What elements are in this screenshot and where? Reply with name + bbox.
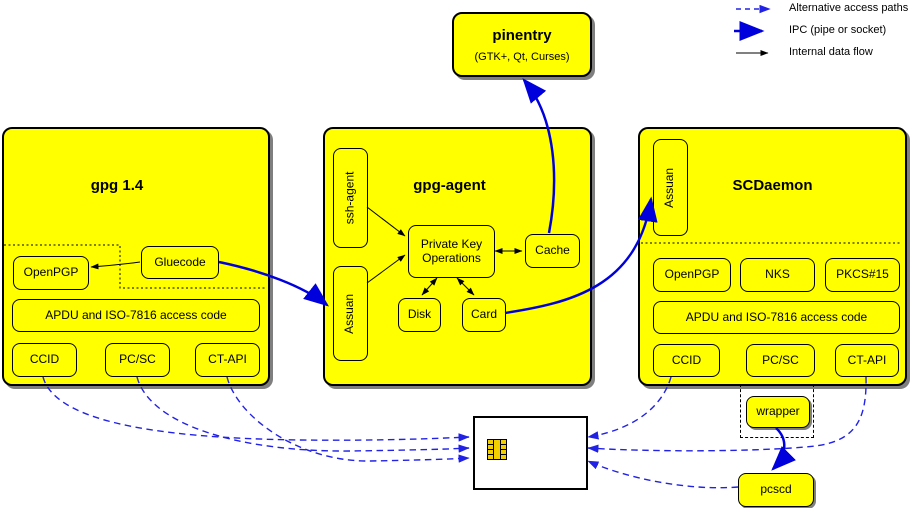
node-ssh-agent-label: ssh-agent <box>342 171 357 225</box>
alt-pcscd-to-card <box>587 460 739 489</box>
node-assuan-gpgagent: Assuan <box>333 266 368 361</box>
pinentry-title: pinentry <box>492 27 552 44</box>
node-pcsc-gpg14-label: PC/SC <box>119 352 156 367</box>
alt-gpg14-ccid-to-card <box>42 376 470 442</box>
node-nks-label: NKS <box>765 267 790 282</box>
smartcard-chip-icon <box>487 439 507 460</box>
node-openpgp-gpg14-label: OpenPGP <box>23 265 79 280</box>
node-assuan-scdaemon-label: Assuan <box>662 167 677 208</box>
private-key-line1: Private Key <box>420 236 483 251</box>
node-gluecode: Gluecode <box>141 246 219 279</box>
node-openpgp-gpg14: OpenPGP <box>13 256 89 290</box>
node-ctapi-gpg14: CT-API <box>195 343 260 377</box>
node-ctapi-scdaemon: CT-API <box>835 344 899 377</box>
node-card-label: Card <box>470 307 497 322</box>
node-openpgp-scdaemon: OpenPGP <box>653 258 731 292</box>
node-wrapper: wrapper <box>746 396 810 428</box>
node-gluecode-label: Gluecode <box>154 254 206 269</box>
node-ssh-agent: ssh-agent <box>333 148 368 248</box>
node-pcscd-label: pcscd <box>760 482 792 497</box>
node-cache: Cache <box>525 234 580 268</box>
node-wrapper-label: wrapper <box>756 404 800 419</box>
node-ccid-scdaemon-label: CCID <box>671 352 702 367</box>
node-ccid-gpg14: CCID <box>12 343 77 377</box>
alt-scdaemon-ccid-to-card <box>587 376 672 440</box>
node-apdu-scdaemon: APDU and ISO-7816 access code <box>653 301 900 334</box>
scdaemon-title: SCDaemon <box>732 177 813 194</box>
gpg14-title: gpg 1.4 <box>90 177 144 194</box>
node-private-key-operations: Private Key Operations <box>408 225 495 278</box>
node-disk-label: Disk <box>407 307 432 322</box>
node-assuan-gpgagent-label: Assuan <box>342 293 357 334</box>
node-cache-label: Cache <box>535 243 570 258</box>
node-nks: NKS <box>740 258 815 292</box>
legend-label-alternative: Alternative access paths <box>789 2 909 14</box>
node-pkcs15: PKCS#15 <box>825 258 900 292</box>
node-ctapi-scdaemon-label: CT-API <box>847 352 887 367</box>
legend-label-ipc: IPC (pipe or socket) <box>789 24 887 36</box>
alt-scdaemon-ctapi-to-card <box>587 376 867 453</box>
pinentry-box: pinentry (GTK+, Qt, Curses) <box>452 12 592 77</box>
node-disk: Disk <box>398 298 441 332</box>
node-pcsc-scdaemon-label: PC/SC <box>762 352 799 367</box>
node-pcscd: pcscd <box>738 473 814 507</box>
node-pcsc-scdaemon: PC/SC <box>746 344 815 377</box>
private-key-line2: Operations <box>422 250 481 265</box>
node-card: Card <box>462 298 506 332</box>
legend-label-internal: Internal data flow <box>789 46 873 58</box>
node-assuan-scdaemon: Assuan <box>653 139 688 236</box>
node-apdu-gpg14: APDU and ISO-7816 access code <box>12 299 260 332</box>
node-pkcs15-label: PKCS#15 <box>836 267 889 282</box>
node-apdu-scdaemon-label: APDU and ISO-7816 access code <box>685 309 868 324</box>
node-ccid-gpg14-label: CCID <box>29 352 60 367</box>
alt-gpg14-ctapi-to-card <box>226 376 470 463</box>
smartcard <box>473 416 588 490</box>
pinentry-subtitle: (GTK+, Qt, Curses) <box>474 51 570 63</box>
gpg-agent-title: gpg-agent <box>413 177 486 194</box>
node-pcsc-gpg14: PC/SC <box>105 343 170 377</box>
node-ctapi-gpg14-label: CT-API <box>208 352 247 367</box>
node-ccid-scdaemon: CCID <box>653 344 720 377</box>
alt-gpg14-pcsc-to-card <box>136 376 470 453</box>
node-apdu-gpg14-label: APDU and ISO-7816 access code <box>45 307 227 322</box>
node-openpgp-scdaemon-label: OpenPGP <box>664 267 720 282</box>
